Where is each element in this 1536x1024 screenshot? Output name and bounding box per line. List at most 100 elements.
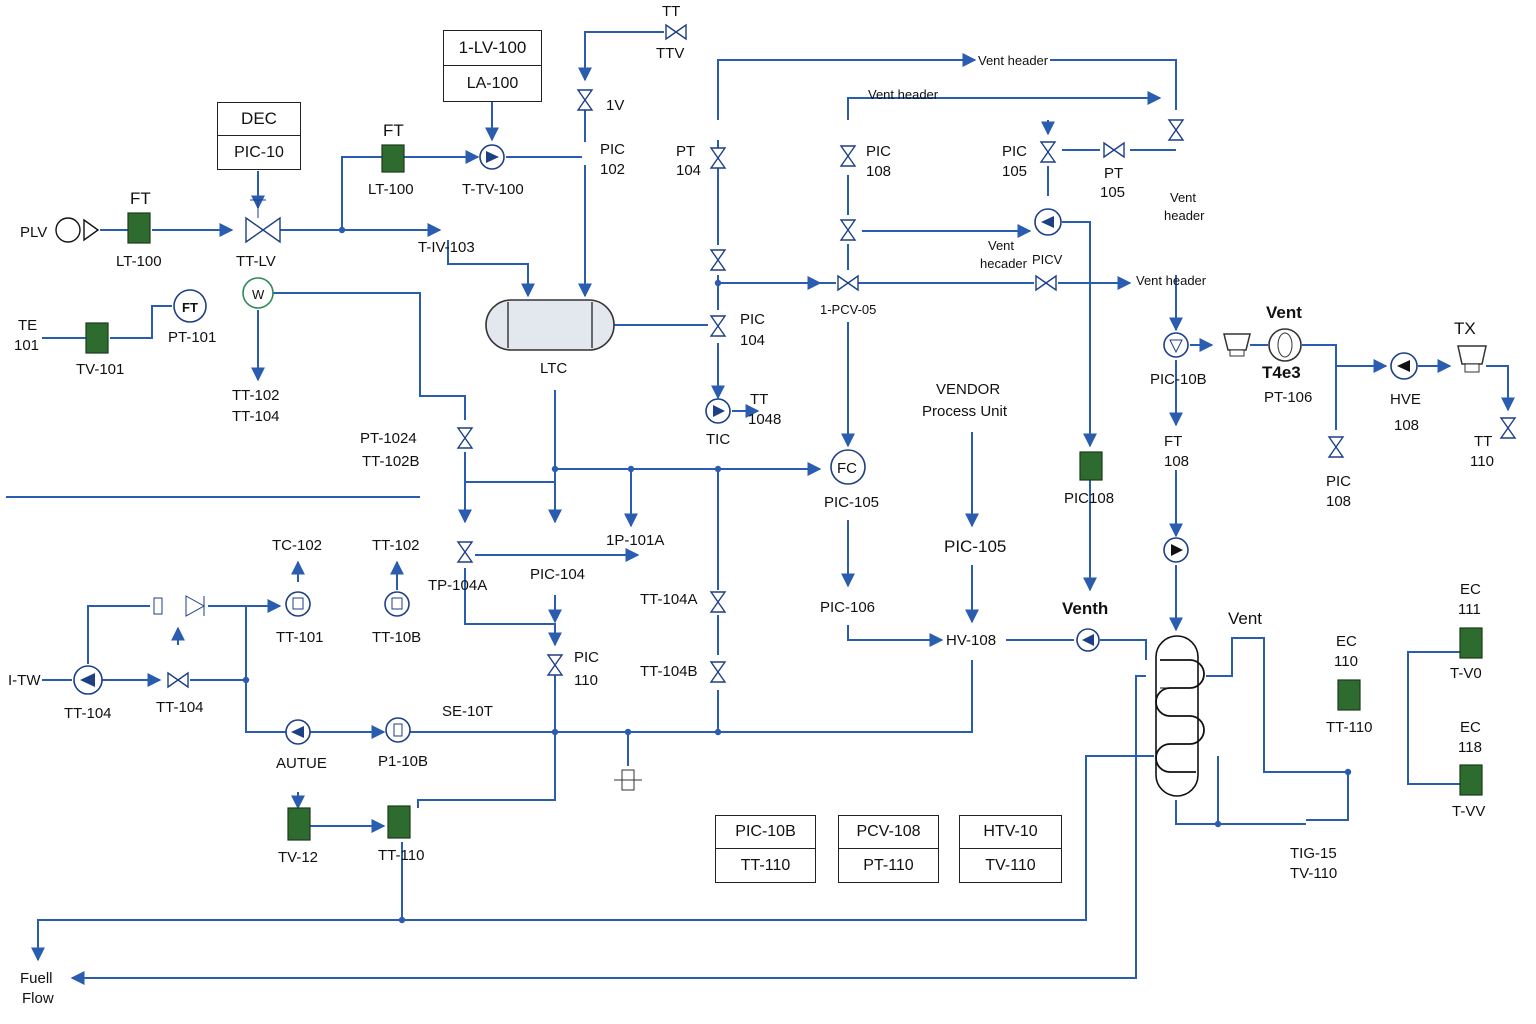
label-pic105d: PIC-105: [944, 537, 1006, 556]
tv12-block: [287, 807, 311, 841]
tt10b-instrument: [384, 591, 410, 617]
label-tt102b: TT-102B: [362, 453, 420, 470]
label-ft108b: 108: [1164, 453, 1189, 470]
valve-tt104b: [710, 661, 726, 683]
label-pt106: PT-106: [1264, 389, 1312, 406]
valve-tt-lv: [245, 199, 281, 244]
label-se10t: SE-10T: [442, 703, 493, 720]
label-ft2: FT: [383, 121, 404, 140]
valve-tp104a: [457, 541, 473, 563]
label-ec118b: 118: [1458, 739, 1482, 756]
label-pt1024: PT-1024: [360, 430, 417, 447]
label-tt110b: 110: [1470, 453, 1494, 470]
tag-box-dec[interactable]: DEC PIC-10: [217, 102, 301, 170]
label-tt101: TT-101: [276, 629, 324, 646]
label-tt104a: TT-104A: [640, 591, 698, 608]
label-hve1: HVE: [1390, 391, 1421, 408]
tag-box-top: PCV-108: [839, 816, 938, 849]
label-p110b: P1-10B: [378, 753, 428, 770]
label-fuel1: Fuell: [20, 970, 53, 987]
label-ec111a: EC: [1460, 581, 1481, 598]
label-pt105a: PT: [1104, 165, 1123, 182]
label-tv110: TV-110: [1290, 865, 1337, 882]
label-ltc: LTC: [540, 360, 567, 377]
tag-box-pic10b[interactable]: PIC-10B TT-110: [715, 815, 816, 883]
heat-exchanger[interactable]: [1155, 635, 1205, 797]
pump-ft108: [1163, 537, 1189, 563]
pic10b-instrument: [1163, 332, 1189, 358]
pumps[interactable]: [73, 144, 1487, 791]
label-tt104: TT-104: [232, 408, 280, 425]
label-ec110b: 110: [1334, 653, 1358, 670]
label-ec118a: EC: [1460, 719, 1481, 736]
label-vent_header1: Vent header: [978, 53, 1049, 68]
label-ft1: FT: [130, 189, 151, 208]
label-pic102a: PIC: [600, 141, 625, 158]
label-vent_top: Vent: [1266, 303, 1302, 322]
plv-blower[interactable]: [55, 217, 100, 243]
label-hv108: HV-108: [946, 632, 996, 649]
tag-box-bottom: TV-110: [985, 856, 1036, 874]
label-hve2: 108: [1394, 417, 1419, 434]
valve-pic104: [710, 315, 726, 337]
label-pic105b: 105: [1002, 163, 1027, 180]
label-pic110a: PIC: [574, 649, 599, 666]
valve-pt104-lower: [710, 249, 726, 271]
ltc-vessel[interactable]: [485, 299, 615, 351]
tag-box-top: 1-LV-100: [444, 31, 541, 66]
label-ec110a: EC: [1336, 633, 1357, 650]
tag-box-pcv108[interactable]: PCV-108 PT-110: [838, 815, 939, 883]
w-instrument: [242, 277, 274, 309]
pump-itw: [73, 665, 103, 695]
label-pic106: PIC-106: [820, 599, 875, 616]
valve-pic105: [1040, 141, 1056, 163]
valve-pic110: [547, 654, 563, 676]
tag-box-bottom: PIC-10: [234, 143, 284, 161]
ft-instrument: [173, 289, 207, 323]
field-instruments[interactable]: [85, 144, 1483, 841]
valve-tt104: [167, 672, 189, 688]
label-vent_hecader_b: hecader: [980, 256, 1028, 271]
tag-box-bottom: TT-110: [740, 856, 791, 874]
label-vendor1: VENDOR: [936, 381, 1000, 398]
label-itw: I-TW: [8, 672, 41, 689]
label-pic102b: 102: [600, 161, 625, 178]
label-pic108a: PIC: [866, 143, 891, 160]
vent-tank: [1223, 333, 1251, 357]
tv101-block: [85, 322, 109, 354]
label-tp104a: TP-104A: [428, 577, 487, 594]
tag-box-htv10[interactable]: HTV-10 TV-110: [959, 815, 1062, 883]
label-pic108b: 108: [866, 163, 891, 180]
label-pt105b: 105: [1100, 184, 1125, 201]
label-ft108a: FT: [1164, 433, 1182, 450]
label-pic108d: PIC: [1326, 473, 1351, 490]
label-autue: AUTUE: [276, 755, 327, 772]
label-vent_hx: Vent: [1228, 609, 1262, 628]
label-pic10b: PIC-10B: [1150, 371, 1207, 388]
p110b-instrument: [385, 717, 411, 743]
label-ttv100: T-TV-100: [462, 181, 524, 198]
tag-box-top: DEC: [218, 103, 300, 136]
valve-pt1024: [457, 427, 473, 449]
label-tx: TX: [1454, 319, 1476, 338]
label-vent_header3a: Vent: [1170, 190, 1196, 205]
label-venth: Venth: [1062, 599, 1108, 618]
valves[interactable]: [167, 24, 1516, 688]
tag-box-lv100[interactable]: 1-LV-100 LA-100: [443, 30, 542, 102]
round-instruments[interactable]: [173, 277, 866, 485]
ft-lt100b-block: [381, 144, 405, 173]
pump-ttv100: [479, 144, 505, 170]
valve-pic108-right: [1328, 436, 1344, 458]
label-pt101: PT-101: [168, 329, 216, 346]
pump-vent-hecader: [1034, 208, 1062, 236]
label-tt10b: TT-10B: [372, 629, 421, 646]
label-pcv05: 1-PCV-05: [820, 302, 876, 317]
labels: PLV FT LT-100 TT-LV FT LT-100 T-TV-100 T…: [8, 3, 1494, 1007]
label-tt110a: TT: [1474, 433, 1492, 450]
valve-picv: [1035, 275, 1057, 291]
drain-symbol: [614, 769, 642, 791]
label-tt110: TT-110: [378, 847, 424, 864]
ec110-block: [1337, 679, 1361, 711]
tag-box-top: PIC-10B: [716, 816, 815, 849]
label-tt104c: TT-104: [64, 705, 112, 722]
